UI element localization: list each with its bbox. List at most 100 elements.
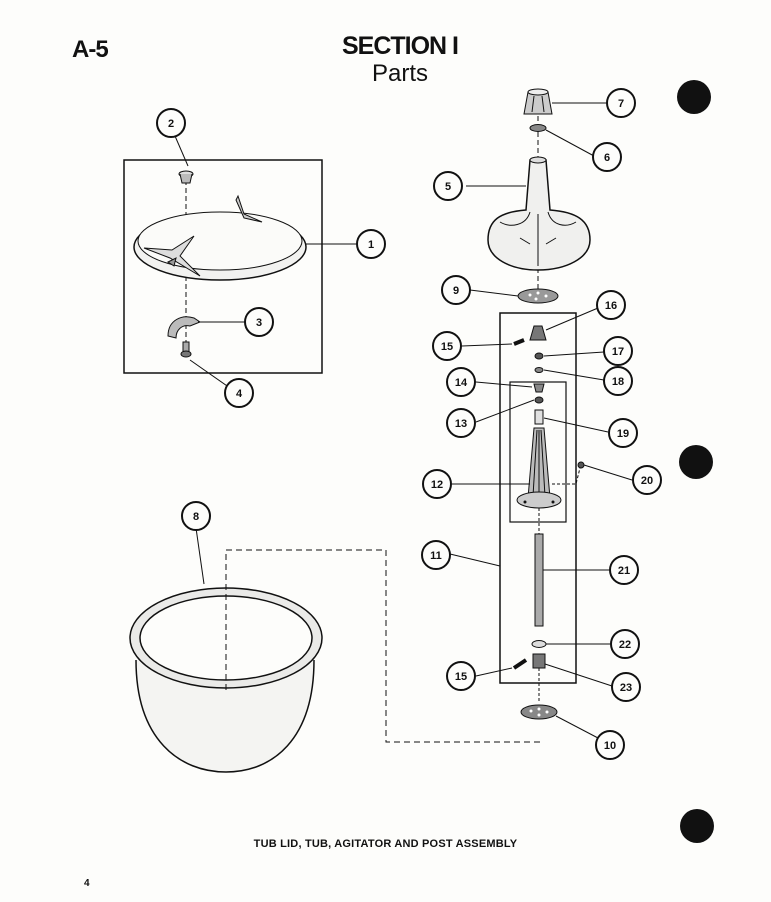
callout-label: 17 bbox=[612, 346, 624, 358]
callout-label: 15 bbox=[441, 341, 453, 353]
small-washer-part bbox=[534, 367, 544, 373]
callout-5: 5 bbox=[433, 171, 463, 201]
leader-line-2 bbox=[174, 135, 189, 167]
leader-line-16 bbox=[545, 307, 599, 331]
callout-circle bbox=[421, 540, 451, 570]
callout-label: 18 bbox=[612, 376, 624, 388]
callout-10: 10 bbox=[595, 730, 625, 760]
hinge-part bbox=[167, 316, 202, 339]
callout-circle bbox=[446, 408, 476, 438]
callout-9: 9 bbox=[441, 275, 471, 305]
callout-6: 6 bbox=[592, 142, 622, 172]
callout-circle bbox=[603, 336, 633, 366]
callout-label: 5 bbox=[445, 181, 451, 193]
leader-line-14 bbox=[475, 381, 533, 388]
callout-circle bbox=[595, 730, 625, 760]
callout-13: 13 bbox=[446, 408, 476, 438]
callout-14: 14 bbox=[446, 367, 476, 397]
callout-17: 17 bbox=[603, 336, 633, 366]
agitator-cap-part bbox=[523, 88, 553, 115]
callout-label: 4 bbox=[236, 388, 243, 400]
callout-label: 1 bbox=[368, 239, 374, 251]
callout-label: 12 bbox=[431, 479, 443, 491]
leader-line-17 bbox=[543, 351, 605, 357]
section-title: SECTION I bbox=[341, 32, 459, 60]
callout-circle bbox=[608, 418, 638, 448]
callout-15a: 15 bbox=[432, 331, 462, 361]
roll-pin-part bbox=[513, 338, 525, 346]
callout-7: 7 bbox=[606, 88, 636, 118]
callout-label: 19 bbox=[617, 428, 629, 440]
callout-circle bbox=[609, 555, 639, 585]
callout-12: 12 bbox=[422, 469, 452, 499]
callout-label: 20 bbox=[641, 475, 653, 487]
callout-1: 1 bbox=[356, 229, 386, 259]
callout-8: 8 bbox=[181, 501, 211, 531]
page-code: A-5 bbox=[72, 36, 109, 63]
base-plate-part bbox=[520, 704, 558, 720]
lid-knob-part bbox=[178, 170, 194, 184]
washer-part bbox=[517, 288, 559, 304]
tub-lid-group-box bbox=[123, 159, 323, 374]
callout-circle bbox=[356, 229, 386, 259]
callout-circle bbox=[432, 331, 462, 361]
callout-label: 13 bbox=[455, 418, 467, 430]
callout-circle bbox=[596, 290, 626, 320]
callout-23: 23 bbox=[611, 672, 641, 702]
callout-22: 22 bbox=[610, 629, 640, 659]
callout-label: 16 bbox=[605, 300, 617, 312]
callout-15b: 15 bbox=[446, 661, 476, 691]
callout-circle bbox=[611, 672, 641, 702]
callout-label: 3 bbox=[256, 317, 262, 329]
coupling-part bbox=[532, 653, 546, 669]
callout-18: 18 bbox=[603, 366, 633, 396]
callout-2: 2 bbox=[156, 108, 186, 138]
leader-line-15a bbox=[461, 343, 513, 347]
callout-circle bbox=[603, 366, 633, 396]
small-ring-part bbox=[534, 352, 544, 360]
callout-circle bbox=[632, 465, 662, 495]
leader-line-9 bbox=[469, 289, 519, 297]
callout-label: 14 bbox=[455, 377, 468, 389]
callout-circle bbox=[592, 142, 622, 172]
leader-line-4 bbox=[189, 359, 231, 389]
leader-line-6 bbox=[545, 129, 595, 157]
spacer-part bbox=[534, 409, 544, 425]
page-number: 4 bbox=[84, 878, 90, 889]
leader-line-13 bbox=[475, 399, 535, 423]
callout-16: 16 bbox=[596, 290, 626, 320]
callout-11: 11 bbox=[421, 540, 451, 570]
tub-assembly-path bbox=[225, 549, 540, 743]
agitator-part bbox=[487, 156, 591, 271]
o-ring-part bbox=[534, 396, 544, 404]
section-subtitle: Parts bbox=[371, 60, 428, 87]
post-assembly-box bbox=[499, 312, 577, 684]
callout-circle bbox=[446, 367, 476, 397]
callout-label: 22 bbox=[619, 639, 631, 651]
callout-circle bbox=[610, 629, 640, 659]
binder-hole bbox=[680, 809, 714, 843]
callout-label: 9 bbox=[453, 285, 459, 297]
leader-line-23 bbox=[544, 663, 613, 687]
leader-line-20 bbox=[583, 464, 633, 481]
leader-line-18 bbox=[543, 369, 605, 381]
thrust-washer-part bbox=[531, 640, 547, 648]
callout-label: 15 bbox=[455, 671, 467, 683]
callout-21: 21 bbox=[609, 555, 639, 585]
callout-circle bbox=[156, 108, 186, 138]
callout-3: 3 bbox=[244, 307, 274, 337]
leader-line-8 bbox=[195, 527, 205, 585]
mounting-screw-part bbox=[552, 461, 585, 485]
binder-hole bbox=[677, 80, 711, 114]
leader-line-19 bbox=[543, 417, 609, 433]
callout-label: 7 bbox=[618, 98, 624, 110]
callout-circle bbox=[224, 378, 254, 408]
callout-circle bbox=[446, 661, 476, 691]
callout-label: 21 bbox=[618, 565, 630, 577]
roll-pin-part bbox=[512, 658, 528, 670]
callout-4: 4 bbox=[224, 378, 254, 408]
seal-ring-part bbox=[529, 124, 547, 132]
drive-nut-part bbox=[529, 325, 547, 341]
bushing-part bbox=[533, 383, 545, 393]
